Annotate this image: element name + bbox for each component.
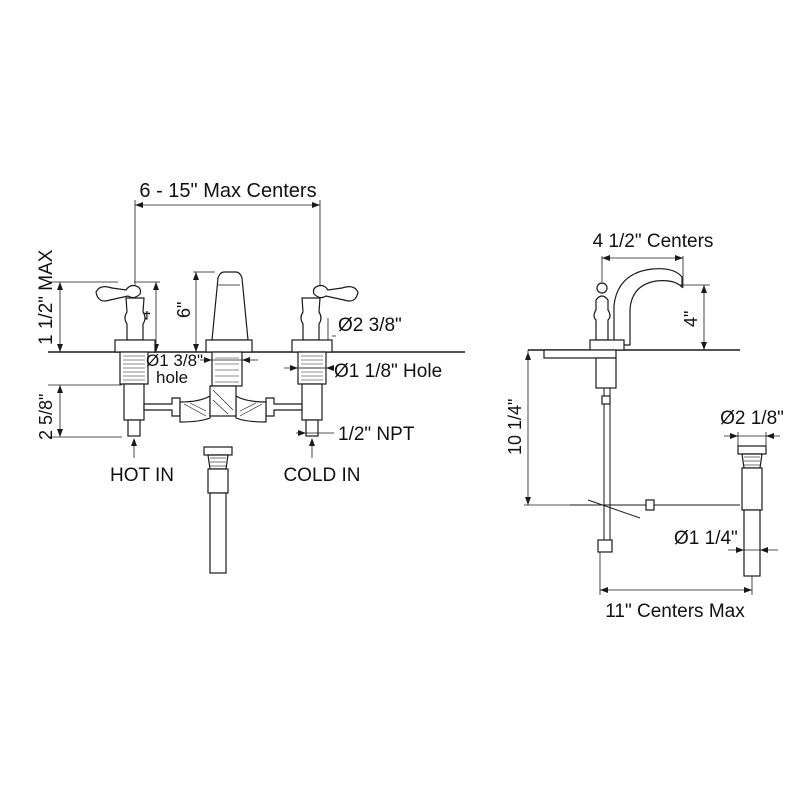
flange-dia-callout: Ø2 3/8" bbox=[327, 315, 402, 340]
drain-depth-dimension: 10 1/4" bbox=[505, 350, 572, 506]
side-faucet bbox=[543, 268, 683, 389]
spout-centers-label: 4 1/2" Centers bbox=[593, 231, 714, 252]
drain-flange-dia-dimension: Ø2 1/8" bbox=[720, 408, 784, 446]
cold-in-label: COLD IN bbox=[283, 465, 360, 486]
spout-reach-height-dimension: 4" bbox=[680, 284, 710, 350]
cold-valve-assembly bbox=[291, 284, 359, 458]
drain-assembly-side bbox=[737, 445, 767, 577]
spout-hole-word-label: hole bbox=[156, 368, 188, 387]
spout-height-label: 6" bbox=[174, 302, 194, 318]
tailpiece-dia-dimension: Ø1 1/4" bbox=[674, 528, 778, 553]
supply-hoses bbox=[143, 385, 303, 423]
max-centers-label: 6 - 15" Max Centers bbox=[139, 180, 316, 202]
flange-dia-label: Ø2 3/8" bbox=[338, 315, 402, 336]
lift-rod-assembly bbox=[570, 388, 740, 553]
shank-length-dimension: 2 5/8" bbox=[36, 384, 122, 440]
max-height-dimension: 1 1/2" MAX bbox=[36, 249, 118, 352]
spout-centers-dimension: 4 1/2" Centers bbox=[593, 231, 714, 288]
rod-centers-label: 11" Centers Max bbox=[605, 601, 745, 622]
side-spout bbox=[613, 268, 683, 346]
valve-hole-label: Ø1 1/8" Hole bbox=[334, 361, 442, 382]
npt-callout: 1/2" NPT bbox=[296, 424, 415, 445]
hot-valve-assembly bbox=[95, 284, 156, 458]
side-handle bbox=[593, 295, 611, 341]
npt-label: 1/2" NPT bbox=[338, 424, 415, 445]
drain-flange-dia-label: Ø2 1/8" bbox=[720, 408, 784, 429]
spout-height-dimension: 6" bbox=[174, 271, 215, 352]
spout-body bbox=[211, 271, 249, 341]
spout-hole-callout: Ø1 3/8" hole bbox=[146, 351, 258, 387]
cold-lever-handle bbox=[312, 284, 359, 302]
drain-depth-label: 10 1/4" bbox=[505, 399, 525, 455]
spout-hole-dia-label: Ø1 3/8" bbox=[146, 351, 203, 370]
rod-centers-dimension: 11" Centers Max bbox=[599, 552, 753, 622]
drain-assembly-front bbox=[203, 446, 233, 574]
hot-lever-handle bbox=[95, 284, 142, 302]
valve-hole-callout: Ø1 1/8" Hole bbox=[284, 361, 442, 382]
spout-assembly bbox=[205, 271, 253, 387]
spout-reach-height-label: 4" bbox=[681, 311, 701, 327]
max-centers-dimension: 6 - 15" Max Centers bbox=[134, 180, 321, 290]
shank-length-label: 2 5/8" bbox=[36, 394, 56, 440]
tailpiece-dia-label: Ø1 1/4" bbox=[674, 528, 738, 549]
max-height-label: 1 1/2" MAX bbox=[36, 249, 57, 345]
hot-in-label: HOT IN bbox=[110, 465, 174, 486]
